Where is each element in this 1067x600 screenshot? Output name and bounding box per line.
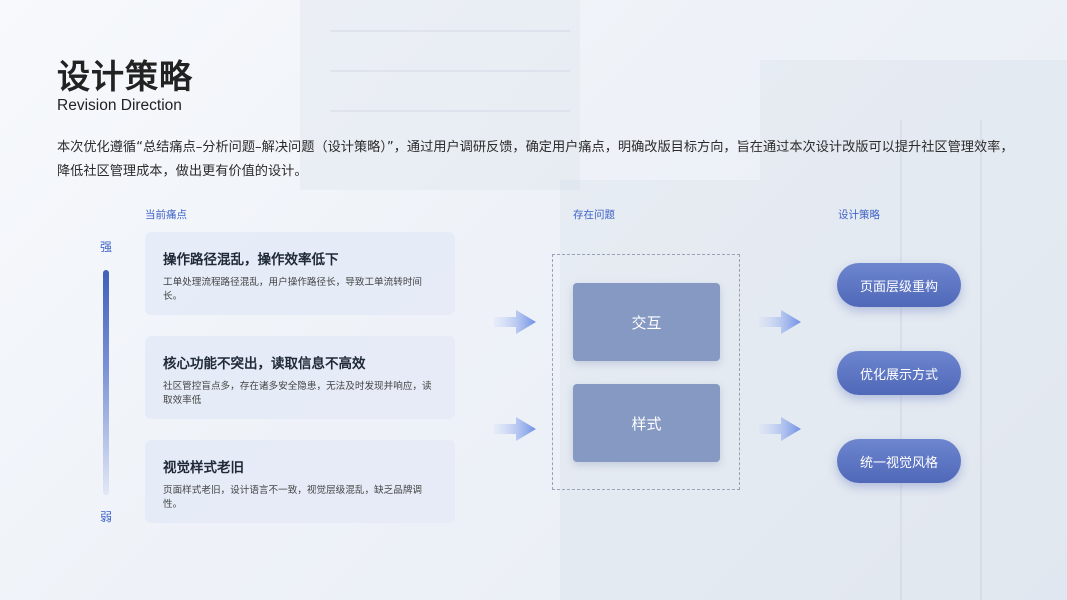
issues-column-label: 存在问题 <box>573 209 615 221</box>
severity-gradient-bar <box>103 270 109 495</box>
arrow-right-icon <box>494 310 536 334</box>
pain-point-title: 核心功能不突出，读取信息不高效 <box>163 356 366 372</box>
intro-paragraph: 本次优化遵循“总结痛点–分析问题–解决问题（设计策略）”，通过用户调研反馈，确定… <box>57 140 1014 179</box>
pain-point-card-1: 操作路径混乱，操作效率低下 工单处理流程路径混乱，用户操作路径长，导致工单流转时… <box>145 232 455 315</box>
arrow-right-icon <box>494 417 536 441</box>
arrow-right-icon <box>759 417 801 441</box>
pain-point-title: 操作路径混乱，操作效率低下 <box>163 252 339 268</box>
pain-point-desc: 社区管控盲点多，存在诸多安全隐患，无法及时发现并响应，读取效率低 <box>163 381 432 406</box>
pain-point-card-2: 核心功能不突出，读取信息不高效 社区管控盲点多，存在诸多安全隐患，无法及时发现并… <box>145 336 455 419</box>
pain-point-title: 视觉样式老旧 <box>163 460 244 476</box>
issue-box-interaction: 交互 <box>573 283 720 361</box>
arrow-right-icon <box>759 310 801 334</box>
pain-point-card-3: 视觉样式老旧 页面样式老旧，设计语言不一致，视觉层级混乱，缺乏品牌调性。 <box>145 440 455 523</box>
scale-strong-label: 强 <box>100 240 113 254</box>
strategy-pill-2: 优化展示方式 <box>837 351 961 395</box>
pain-point-desc: 页面样式老旧，设计语言不一致，视觉层级混乱，缺乏品牌调性。 <box>163 485 423 510</box>
strategies-column-label: 设计策略 <box>838 209 880 221</box>
strategy-pill-1: 页面层级重构 <box>837 263 961 307</box>
page-title: 设计策略 <box>57 57 193 96</box>
page-subtitle: Revision Direction <box>57 97 182 114</box>
issue-box-style: 样式 <box>573 384 720 462</box>
pain-points-column-label: 当前痛点 <box>145 209 187 221</box>
pain-point-desc: 工单处理流程路径混乱，用户操作路径长，导致工单流转时间长。 <box>163 277 423 302</box>
strategy-pill-3: 统一视觉风格 <box>837 439 961 483</box>
scale-weak-label: 弱 <box>100 510 113 524</box>
issues-dashed-frame <box>552 254 740 490</box>
